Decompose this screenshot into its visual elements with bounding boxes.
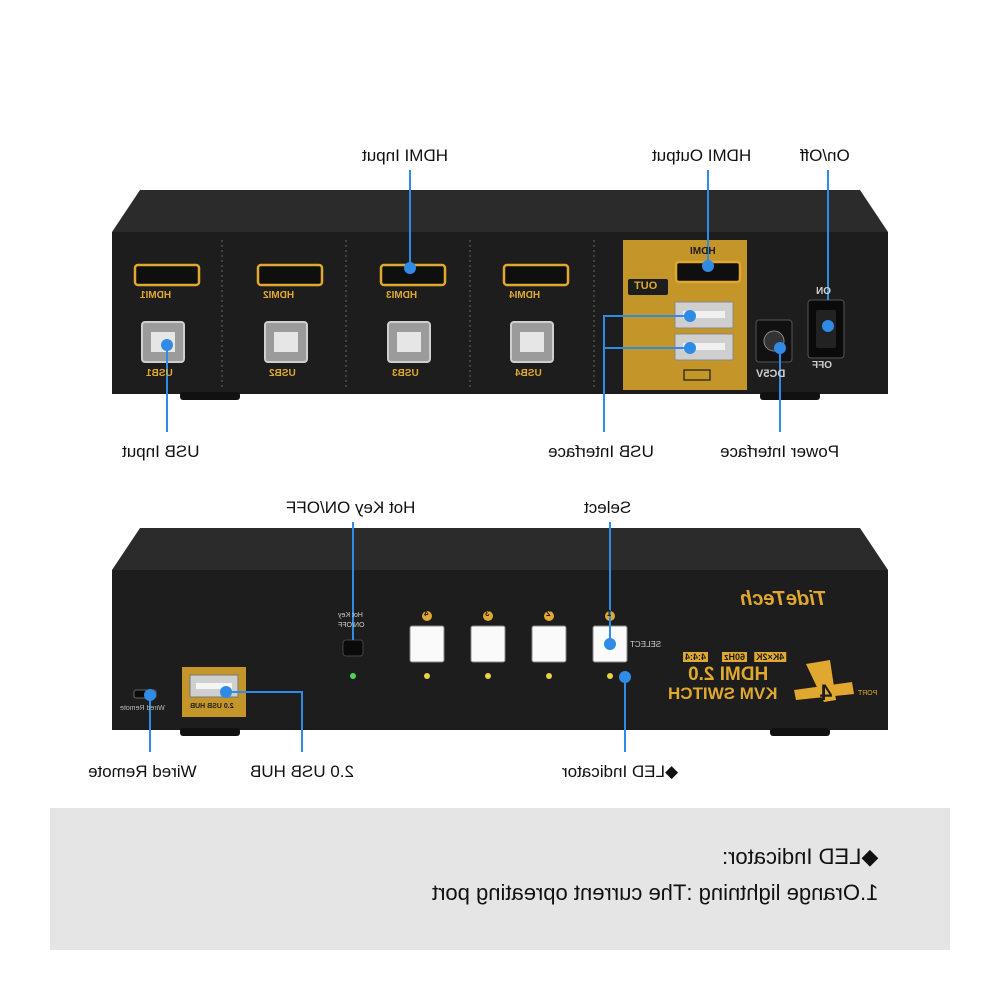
callout-hdmi-input: HDMI Input (362, 146, 448, 165)
callout-usb-interface: USB Interface (548, 442, 654, 461)
led-4 (424, 673, 430, 679)
front-device-top (112, 528, 888, 570)
port-word: PORT (858, 690, 878, 697)
callout-hdmi-output: HDMI Output (652, 146, 752, 165)
usb-label-2: USB2 (269, 368, 296, 379)
callout-led-indicator: ◆LED Indicator (562, 762, 679, 781)
hdmi-port-2 (256, 263, 324, 287)
usb-label-3: USB3 (392, 368, 419, 379)
brand-logo: TideTech (740, 588, 827, 610)
switch-off-label: OFF (812, 360, 832, 371)
hotkey-label-1: Hot Key (338, 612, 363, 619)
hdmi-label-1: HDMI1 (140, 290, 172, 301)
wired-remote-label: Wired Remote (120, 705, 165, 712)
led-2 (546, 673, 552, 679)
hdmi-label-2: HDMI2 (263, 290, 295, 301)
badge-4k: 4K×2K (754, 652, 787, 662)
out-hdmi-label: HDMI (690, 246, 716, 257)
hdmi-label-3: HDMI3 (386, 290, 418, 301)
switch-on-label: ON (816, 286, 831, 297)
badge-60hz: 60Hz (722, 652, 748, 662)
select-button-2 (531, 625, 567, 663)
hdmi-label-4: HDMI4 (509, 290, 541, 301)
callout-power-interface: Power Interface (720, 442, 840, 461)
usb-b-port-2 (264, 321, 308, 363)
port-count: 4 (820, 680, 833, 705)
out-badge-bg (628, 279, 668, 295)
badge-444: 4:4:4 (683, 652, 709, 662)
callout-wired-remote: Wired Remote (88, 762, 197, 781)
usb-label-1: USB1 (146, 368, 173, 379)
led-3 (485, 673, 491, 679)
rear-device-face (112, 232, 888, 394)
rear-foot-right (760, 392, 820, 400)
button-number-3: 3 (485, 609, 490, 618)
note-title: ◆LED Indicator: (721, 844, 878, 869)
callout-usb-hub: 2.0 USB HUB (250, 762, 354, 781)
callout-on-off: On/Off (800, 146, 850, 165)
model-line-1: HDMI 2.0 (688, 664, 769, 685)
callout-hot-key: Hot Key ON/OFF (286, 498, 416, 517)
hotkey-led (350, 673, 356, 679)
callout-select: Select (584, 498, 632, 517)
note-line: 1.Orange lightning :The current opreatin… (431, 880, 878, 905)
button-number-2: 2 (546, 609, 551, 618)
callout-dots (144, 260, 834, 701)
usb-symbol-icon (683, 369, 711, 381)
callout-usb-input: USB Input (122, 442, 200, 461)
hotkey-label-2: ON/OFF (338, 622, 365, 629)
model-line-2: KVM SWITCH (668, 684, 778, 703)
select-button-4 (409, 625, 445, 663)
usb-hub-label: 2.0 USB HUB (190, 703, 234, 710)
rear-foot-left (180, 392, 240, 400)
usb-b-port-3 (387, 321, 431, 363)
led-1 (607, 673, 613, 679)
led-note-box: ◆LED Indicator: 1.Orange lightning :The … (50, 808, 950, 950)
select-label: SELECT (630, 640, 662, 649)
rear-device-top (112, 190, 888, 232)
usb-b-port-4 (510, 321, 554, 363)
out-badge: OUT (634, 280, 658, 292)
hdmi-port-1 (133, 263, 201, 287)
button-number-1: 1 (607, 609, 612, 618)
hdmi-port-4 (502, 263, 570, 287)
dc-label: DC5V (756, 368, 786, 380)
callout-lines (149, 170, 829, 752)
select-button-3 (470, 625, 506, 663)
button-number-4: 4 (424, 609, 429, 618)
usb-label-4: USB4 (515, 368, 542, 379)
